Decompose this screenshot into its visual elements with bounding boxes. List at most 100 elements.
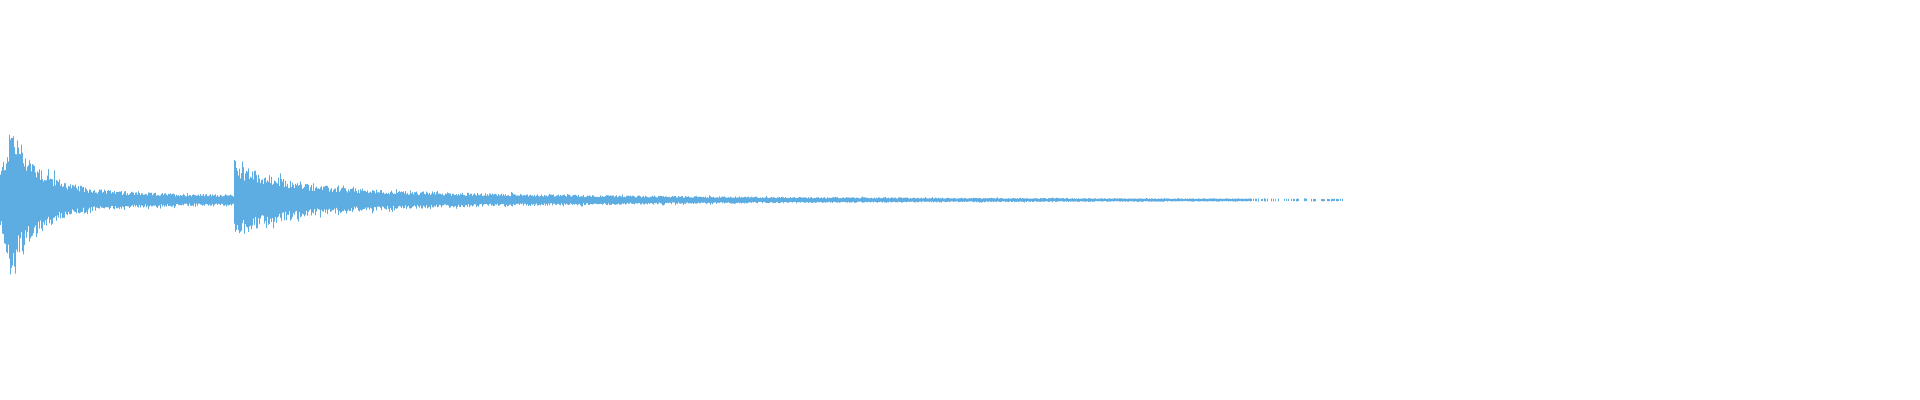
waveform-sample [1137, 198, 1138, 202]
waveform-sample [1146, 198, 1147, 202]
waveform-sample [229, 195, 230, 205]
waveform-sample [48, 169, 49, 217]
waveform-sample [526, 194, 527, 206]
waveform-sample [555, 196, 556, 205]
waveform-sample [391, 190, 392, 210]
waveform-sample [435, 194, 436, 207]
waveform-sample [910, 198, 911, 202]
waveform-sample [49, 179, 50, 224]
waveform-sample [632, 195, 633, 204]
waveform-sample [320, 187, 321, 218]
waveform-sample [1008, 198, 1009, 203]
waveform-sample [965, 198, 966, 202]
waveform-sample [1140, 198, 1141, 202]
waveform-sample [816, 197, 817, 203]
waveform-sample [840, 198, 841, 203]
waveform-sample [657, 197, 658, 205]
waveform-sample [1315, 199, 1316, 202]
waveform-sample [576, 195, 577, 205]
waveform-sample [453, 193, 454, 208]
waveform-sample [805, 197, 806, 203]
waveform-sample [1210, 198, 1211, 202]
waveform-sample [716, 197, 717, 204]
waveform-sample [376, 189, 377, 211]
waveform-sample [878, 197, 879, 203]
waveform-sample [214, 195, 215, 205]
waveform-sample [995, 198, 996, 202]
waveform-sample [1042, 198, 1043, 202]
waveform-sample [301, 184, 302, 217]
waveform-sample [680, 196, 681, 204]
waveform-sample [347, 192, 348, 212]
waveform-sample [656, 197, 657, 203]
waveform-sample [719, 196, 720, 204]
waveform-sample [962, 198, 963, 202]
waveform-sample [11, 137, 12, 268]
waveform-sample [88, 192, 89, 210]
waveform-sample [1071, 198, 1072, 202]
waveform-sample [506, 195, 507, 205]
waveform-sample [793, 197, 794, 203]
waveform-sample [17, 140, 18, 252]
waveform-sample [1023, 198, 1024, 202]
waveform-sample [59, 179, 60, 213]
waveform-sample [625, 197, 626, 205]
waveform-sample [1161, 198, 1162, 202]
waveform-sample [553, 194, 554, 204]
waveform-sample [984, 198, 985, 203]
waveform-sample [980, 198, 981, 203]
waveform-sample [1211, 198, 1212, 202]
waveform-sample [682, 196, 683, 204]
waveform-sample [192, 194, 193, 206]
waveform-sample [742, 197, 743, 203]
waveform-sample [505, 194, 506, 208]
waveform-sample [373, 190, 374, 212]
waveform-sample [1007, 198, 1008, 202]
waveform-sample [486, 195, 487, 204]
waveform-sample [778, 197, 779, 204]
waveform-sample [392, 192, 393, 212]
waveform-sample [712, 197, 713, 205]
waveform-sample [78, 186, 79, 213]
waveform-sample [86, 189, 87, 212]
waveform-sample [1028, 198, 1029, 202]
waveform-sample [128, 195, 129, 207]
waveform-sample [18, 147, 19, 236]
waveform-sample [1208, 198, 1209, 202]
waveform-sample [848, 197, 849, 202]
waveform-sample [170, 193, 171, 206]
waveform-sample [933, 198, 934, 203]
waveform-sample [532, 195, 533, 205]
waveform-sample [87, 190, 88, 215]
waveform-sample [991, 197, 992, 202]
waveform-sample [490, 193, 491, 204]
waveform-sample [1234, 198, 1235, 202]
waveform-sample [633, 195, 634, 204]
waveform-sample [798, 197, 799, 203]
waveform-sample [1205, 198, 1206, 202]
waveform-sample [924, 198, 925, 202]
waveform-sample [951, 198, 952, 202]
waveform-sample [243, 167, 244, 221]
waveform-sample [540, 195, 541, 206]
waveform-sample [1127, 198, 1128, 202]
waveform-sample [22, 152, 23, 252]
waveform-sample [370, 191, 371, 208]
waveform-sample [943, 198, 944, 202]
waveform-sample [57, 180, 58, 216]
waveform-sample [280, 173, 281, 218]
waveform-sample [873, 198, 874, 203]
waveform-sample [666, 196, 667, 204]
waveform-sample [1016, 198, 1017, 203]
waveform-sample [331, 188, 332, 212]
waveform-sample [1215, 198, 1216, 201]
waveform-sample [1203, 198, 1204, 202]
waveform-sample [1197, 198, 1198, 202]
waveform-sample [767, 197, 768, 204]
waveform-sample [1166, 198, 1167, 201]
waveform-sample [678, 195, 679, 203]
waveform-sample [386, 192, 387, 210]
waveform-sample [612, 195, 613, 204]
waveform-sample [754, 197, 755, 202]
